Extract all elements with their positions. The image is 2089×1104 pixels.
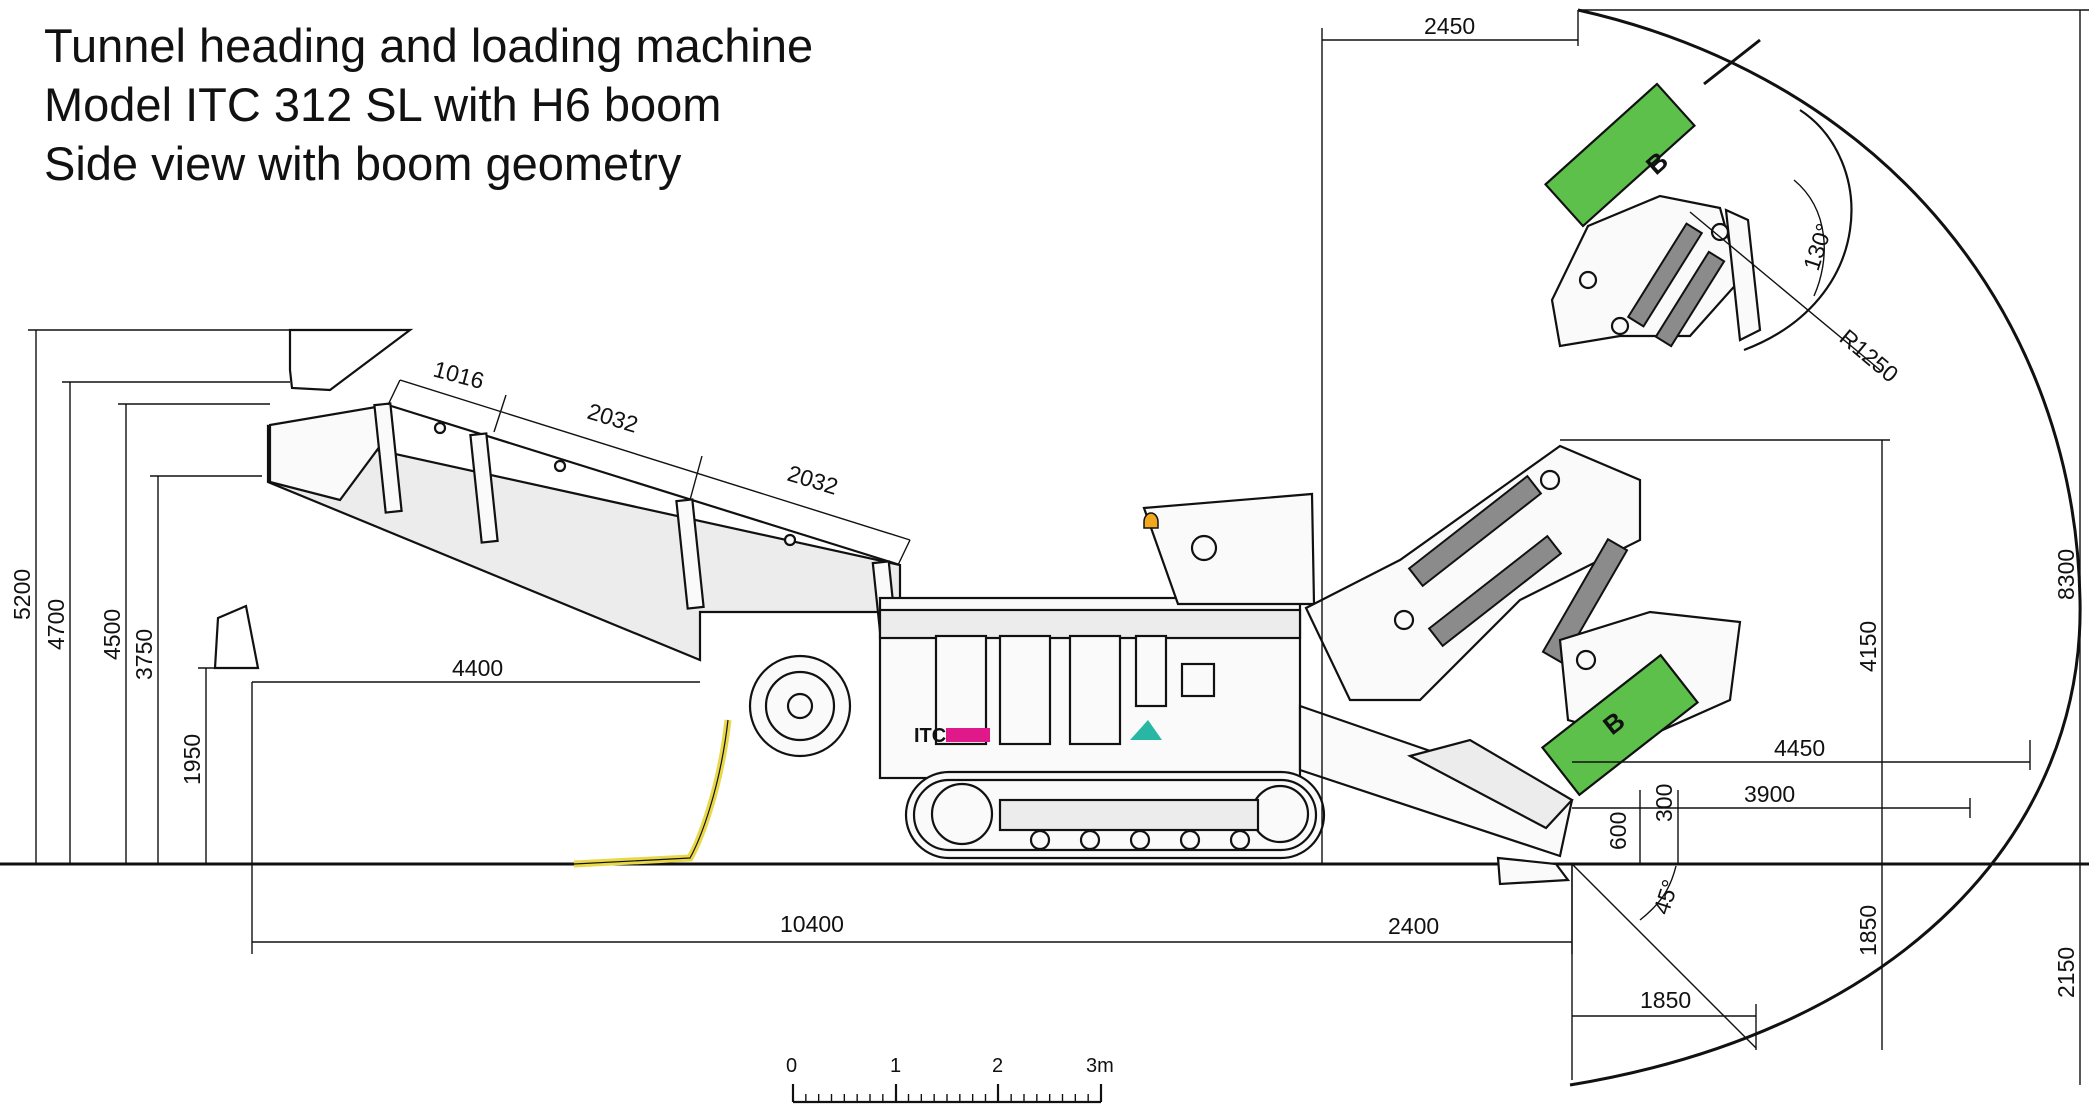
angle-45: 45° [1648, 876, 1683, 917]
logo-text: ITC [914, 725, 946, 747]
dim-4700: 4700 [43, 599, 69, 650]
scale-label-1: 1 [890, 1055, 901, 1077]
crawler-track [904, 770, 1326, 860]
dim-1850-vertical: 1850 [1855, 905, 1881, 956]
teal-logo [1130, 720, 1162, 740]
operator-head [1190, 534, 1218, 562]
dim-4400-group: 4400 [252, 655, 700, 683]
dim-2032-a: 2032 [585, 398, 642, 438]
bottom-dimensions: 10400 2400 [251, 682, 1573, 954]
machine-body: ITC [878, 492, 1574, 886]
dim-10400: 10400 [780, 911, 844, 937]
scale-label-2: 2 [992, 1055, 1003, 1077]
angle-130: 130° [1798, 220, 1837, 273]
dim-8300: 8300 [2053, 549, 2079, 600]
radius-1250: R1250 [1835, 324, 1904, 387]
dim-2032-b: 2032 [785, 460, 842, 500]
dim-2450: 2450 [1424, 13, 1475, 39]
dim-600: 600 [1605, 812, 1631, 850]
front-blade [1496, 856, 1571, 886]
scale-bar: 0 1 2 3m [786, 1055, 1114, 1104]
dim-4500: 4500 [99, 609, 125, 660]
boom-lower: B [1304, 444, 1742, 797]
title-block: Tunnel heading and loading machine Model… [44, 16, 813, 193]
dim-4450: 4450 [1774, 735, 1825, 761]
title-line-3: Side view with boom geometry [44, 137, 682, 190]
power-cable [573, 719, 732, 868]
chute-lower-ghost [213, 604, 260, 670]
cable-reel [573, 654, 852, 868]
operator-cab [1142, 492, 1316, 606]
dim-3750: 3750 [131, 629, 157, 680]
dim-3900: 3900 [1744, 781, 1795, 807]
scale-label-3: 3m [1086, 1055, 1114, 1077]
boom-upper-hammer [1543, 82, 1697, 228]
dim-5200: 5200 [9, 569, 35, 620]
machine-logo: ITC [914, 725, 990, 747]
title-line-1: Tunnel heading and loading machine [44, 19, 814, 72]
dim-4400: 4400 [452, 655, 503, 681]
dim-2400: 2400 [1388, 913, 1439, 939]
scale-label-0: 0 [786, 1055, 797, 1077]
dim-4150: 4150 [1855, 621, 1881, 672]
dim-300: 300 [1651, 784, 1677, 822]
chute-upper-ghost [288, 328, 414, 392]
title-line-2: Model ITC 312 SL with H6 boom [44, 78, 722, 131]
conveyor [266, 402, 902, 664]
boom-upper: B [1543, 38, 1762, 348]
dim-2150: 2150 [2053, 947, 2079, 998]
dim-1850-horizontal: 1850 [1640, 987, 1691, 1013]
dim-1950: 1950 [179, 734, 205, 785]
warning-beacon [1143, 512, 1159, 529]
tunnel-profile-arc [1569, 8, 2082, 1087]
dim-1016: 1016 [431, 356, 487, 394]
boom-lower-hammer [1540, 653, 1700, 797]
right-dimensions: 2450 8300 2150 4150 1850 4450 3900 600 3… [1321, 9, 2089, 1085]
height-dimensions: 5200 4700 4500 3750 1950 [9, 329, 410, 864]
